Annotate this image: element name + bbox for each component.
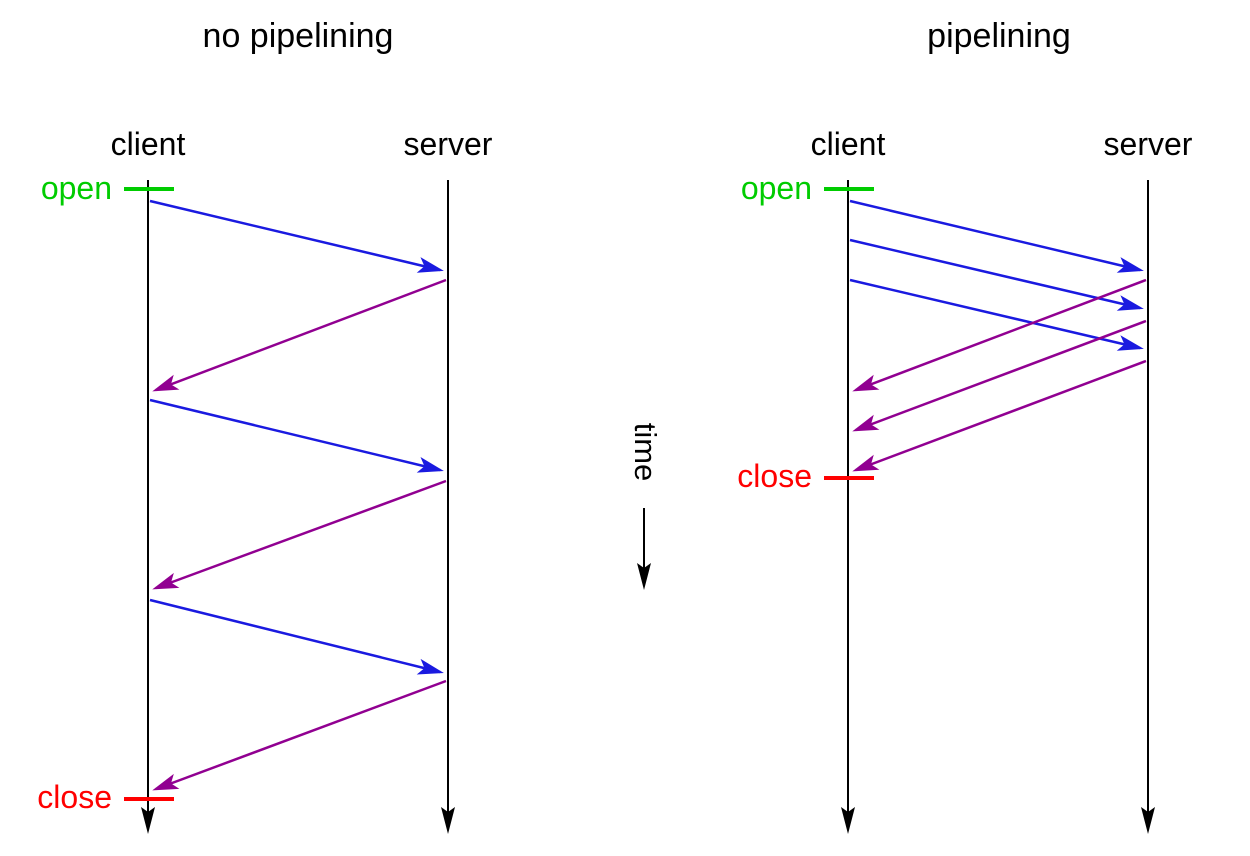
request-arrow xyxy=(849,238,1144,311)
request-arrow xyxy=(149,598,444,675)
request-arrow xyxy=(149,398,444,473)
response-arrow xyxy=(152,479,447,590)
response-arrow xyxy=(152,679,447,791)
panel-title-pipelining: pipelining xyxy=(927,17,1071,55)
client-lifeline-label: client xyxy=(810,126,886,162)
response-arrow xyxy=(152,278,447,392)
response-arrow xyxy=(852,319,1147,432)
panel-no-pipelining-lines xyxy=(124,180,455,834)
panel-pipelining-lines xyxy=(824,180,1155,834)
time-axis-label: time xyxy=(628,422,663,482)
request-arrow xyxy=(849,199,1144,273)
open-event-label: open xyxy=(740,170,812,206)
request-arrow xyxy=(149,199,444,273)
client-lifeline-label: client xyxy=(110,126,186,162)
close-event-label: close xyxy=(737,458,812,494)
server-lifeline-label: server xyxy=(1103,126,1193,162)
panel-title-no-pipelining: no pipelining xyxy=(202,17,394,55)
close-event-label: close xyxy=(37,779,112,815)
server-lifeline-label: server xyxy=(403,126,493,162)
response-arrow xyxy=(852,278,1147,392)
response-arrow xyxy=(852,359,1147,472)
open-event-label: open xyxy=(40,170,112,206)
request-arrow xyxy=(849,278,1144,351)
